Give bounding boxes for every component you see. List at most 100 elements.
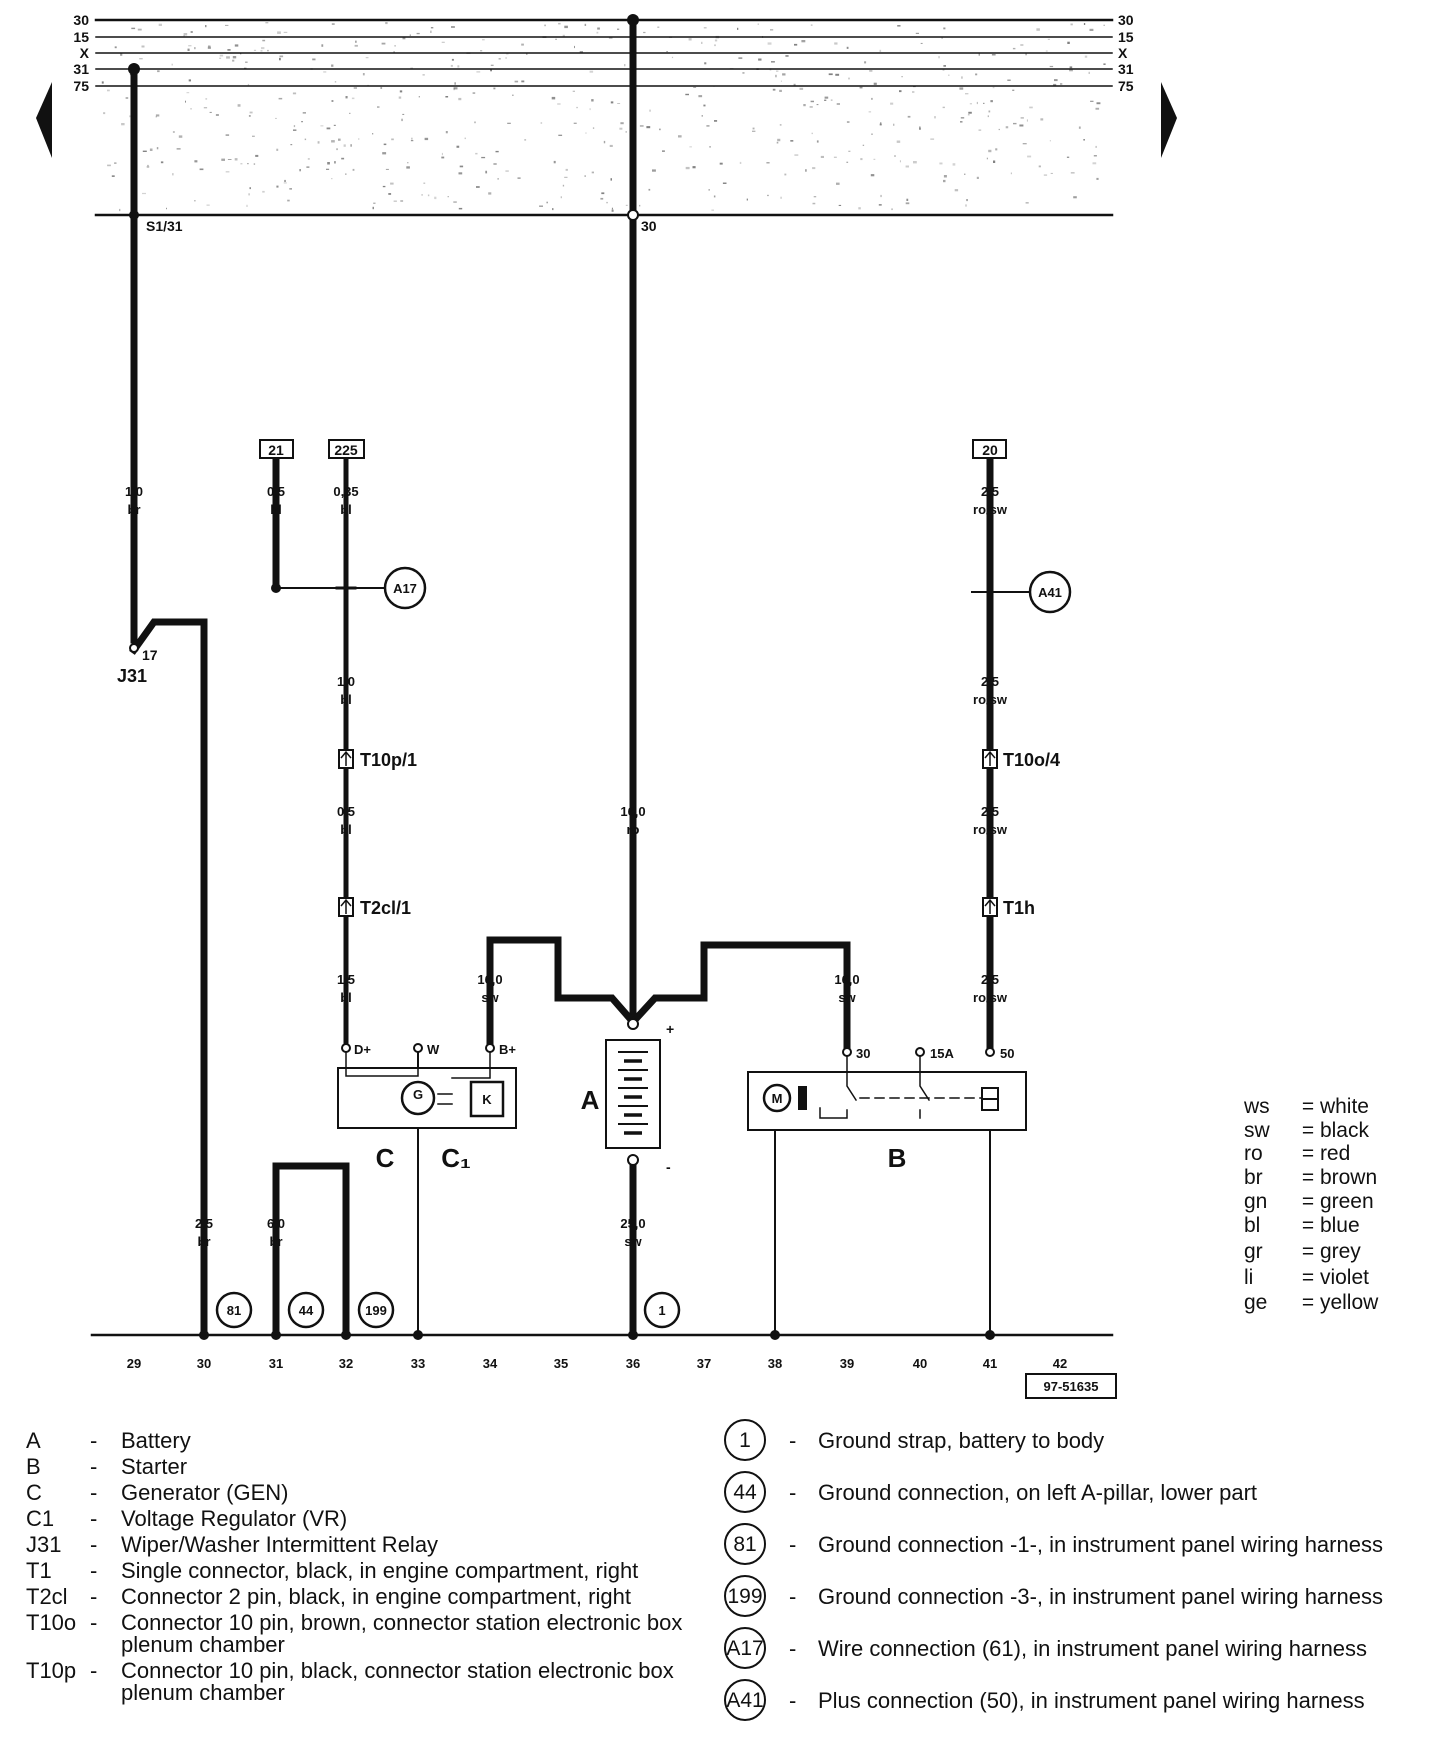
legend-circle-81 xyxy=(724,1523,766,1565)
ground-node-41 xyxy=(985,1330,995,1340)
speckle-dot xyxy=(506,53,509,55)
speckle-dot xyxy=(1066,156,1070,158)
ground-number: 41 xyxy=(983,1356,997,1371)
legend-desc: Plus connection (50), in instrument pane… xyxy=(818,1688,1365,1713)
speckle-dot xyxy=(498,58,501,60)
speckle-dot xyxy=(848,77,850,80)
color-key-entry-gn: gn = green xyxy=(1244,1190,1374,1213)
speckle-dot xyxy=(458,172,463,175)
page-next-arrow-icon[interactable] xyxy=(1161,82,1177,158)
speckle-dot xyxy=(190,108,192,110)
speckle-dot xyxy=(261,47,265,50)
speckle-dot xyxy=(299,169,301,172)
speckle-dot xyxy=(706,125,710,127)
speckle-dot xyxy=(589,70,594,73)
conn-circle-a17 xyxy=(383,566,427,610)
speckle-dot xyxy=(1012,89,1015,91)
speckle-dot xyxy=(418,96,420,98)
speckle-dot xyxy=(810,100,814,103)
speckle-dot xyxy=(836,103,840,105)
speckle-dot xyxy=(232,56,237,59)
speckle-dot xyxy=(934,116,936,119)
speckle-dot xyxy=(794,154,799,156)
speckle-dot xyxy=(245,61,248,63)
speckle-dot xyxy=(302,112,306,114)
speckle-dot xyxy=(1019,124,1024,127)
speckle-dot xyxy=(859,86,863,89)
speckle-dot xyxy=(905,202,910,205)
terminal-30 xyxy=(627,209,639,221)
speckle-dot xyxy=(584,23,587,26)
speckle-dot xyxy=(385,168,389,170)
speckle-dot xyxy=(493,163,497,165)
speckle-dot xyxy=(625,204,628,206)
speckle-dot xyxy=(194,47,196,50)
ground-number: 33 xyxy=(411,1356,425,1371)
speckle-dot xyxy=(685,166,690,170)
speckle-dot xyxy=(780,196,782,199)
legend-code: C1 xyxy=(26,1506,54,1531)
speckle-dot xyxy=(149,148,153,151)
speckle-dot xyxy=(611,209,614,212)
speckle-dot xyxy=(1043,174,1048,176)
speckle-dot xyxy=(1060,83,1063,85)
speckle-dot xyxy=(625,131,627,133)
speckle-dot xyxy=(990,100,993,103)
speckle-dot xyxy=(517,177,521,179)
speckle-dot xyxy=(562,184,565,187)
legend-circle-code: A17 xyxy=(726,1637,763,1660)
speckle-dot xyxy=(246,204,248,207)
ref-box-21 xyxy=(259,439,294,459)
speckle-dot xyxy=(812,167,816,170)
speckle-dot xyxy=(277,31,281,34)
speckle-dot xyxy=(400,200,404,202)
speckle-dot xyxy=(430,27,434,29)
speckle-dot xyxy=(835,73,840,76)
gen-pin-dplus-label: D+ xyxy=(354,1042,371,1057)
speckle-dot xyxy=(813,196,817,198)
speckle-dot xyxy=(158,23,162,26)
speckle-dot xyxy=(176,148,181,150)
connector-t1h-label: T1h xyxy=(1003,898,1035,918)
speckle-dot xyxy=(557,103,561,105)
wire-size: 0,5 xyxy=(337,804,355,819)
speckle-dot xyxy=(893,123,895,126)
speckle-dot xyxy=(399,90,403,93)
speckle-dot xyxy=(334,81,337,83)
speckle-dot xyxy=(160,161,164,164)
speckle-dot xyxy=(968,111,972,114)
speckle-dot xyxy=(555,38,557,40)
speckle-dot xyxy=(142,192,146,195)
speckle-dot xyxy=(187,48,190,51)
speckle-dot xyxy=(394,45,396,47)
legend-desc: Ground strap, battery to body xyxy=(818,1428,1104,1453)
connection-circles: A17 A41 81 44 199 1 xyxy=(215,566,1072,1329)
speckle-dot xyxy=(941,37,943,39)
speckle-dot xyxy=(701,115,703,117)
wire-color: br xyxy=(270,1234,283,1249)
speckle-dot xyxy=(178,135,183,138)
speckle-dot xyxy=(873,158,876,160)
speckle-dot xyxy=(445,131,448,134)
speckle-dot xyxy=(1020,117,1024,119)
component-c1-label: C₁ xyxy=(441,1143,471,1173)
speckle-dot xyxy=(199,168,204,171)
page-prev-arrow-icon[interactable] xyxy=(36,82,52,158)
speckle-dot xyxy=(1027,155,1032,158)
legend-desc: Wiper/Washer Intermittent Relay xyxy=(121,1532,438,1557)
legend-circle-code: 44 xyxy=(733,1481,757,1504)
junction-30 xyxy=(627,14,639,26)
speckle-dot xyxy=(279,57,281,61)
speckle-dot xyxy=(292,92,297,95)
legend-desc: Generator (GEN) xyxy=(121,1480,289,1505)
speckle-dot xyxy=(219,57,222,59)
speckle-dot xyxy=(390,182,394,185)
speckle-dot xyxy=(617,103,621,104)
speckle-dot xyxy=(333,124,336,126)
speckle-dot xyxy=(1096,177,1099,180)
ground-199-label: 199 xyxy=(365,1303,387,1318)
speckle-dot xyxy=(820,155,824,158)
speckle-dot xyxy=(584,175,586,177)
connector-arrow-icon xyxy=(984,750,996,766)
gen-internal-wiring xyxy=(437,1051,491,1105)
